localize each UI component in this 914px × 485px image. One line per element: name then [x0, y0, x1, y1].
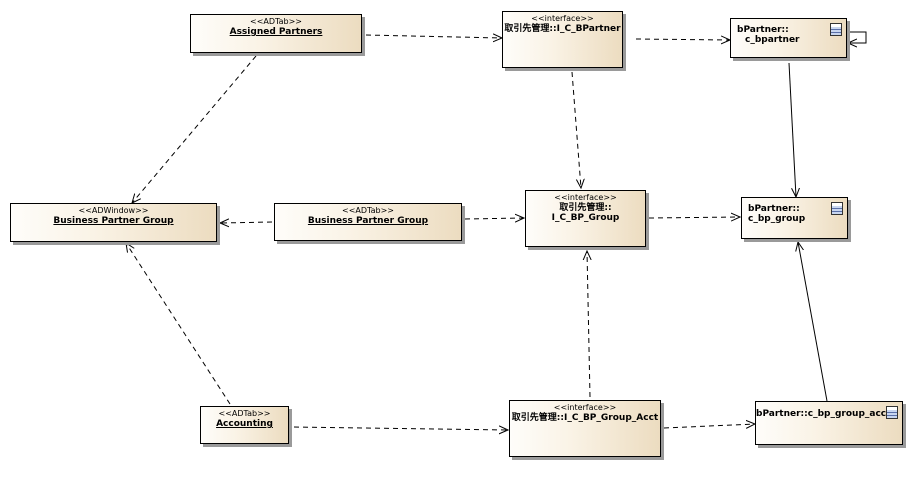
node-name: 取引先管理::I_C_BPartner — [504, 24, 621, 34]
node-name-line1: 取引先管理:: — [559, 203, 612, 213]
stereotype-label: <<interface>> — [531, 14, 594, 23]
i-c-bp-group-interface[interactable]: <<interface>> 取引先管理:: I_C_BP_Group — [525, 190, 646, 247]
dep-tab-to-window — [220, 222, 273, 223]
dep-accounting-to-iacct — [293, 427, 508, 430]
i-c-bpartner-interface[interactable]: <<interface>> 取引先管理::I_C_BPartner — [502, 11, 623, 68]
stereotype-label: <<ADTab>> — [342, 206, 394, 215]
node-name: 取引先管理::I_C_BP_Group_Acct — [511, 413, 659, 423]
c-bpartner-table[interactable]: bPartner:: c_bpartner — [730, 18, 847, 58]
dep-ibpartner-to-ibpgroup — [571, 71, 581, 188]
node-name-line2: I_C_BP_Group — [551, 213, 620, 223]
node-name: Accounting — [216, 419, 273, 429]
bp-group-window[interactable]: <<ADWindow>> Business Partner Group — [10, 203, 217, 242]
table-icon — [831, 202, 843, 215]
dep-tab-to-ibpgroup — [464, 218, 524, 219]
assoc-cacct-to-cbpgroup — [798, 242, 828, 402]
stereotype-label: <<ADTab>> — [218, 409, 271, 418]
dep-accounting-to-window — [126, 243, 231, 405]
assoc-cbpartner-self — [848, 31, 867, 43]
bp-group-tab[interactable]: <<ADTab>> Business Partner Group — [274, 203, 462, 241]
table-name-line2: c_bp_group — [748, 214, 806, 224]
node-name: Business Partner Group — [307, 216, 429, 226]
assigned-partners-tab[interactable]: <<ADTab>> Assigned Partners — [190, 14, 362, 53]
dep-iacct-to-cacct — [663, 424, 755, 428]
table-name-line2: c_bpartner — [745, 35, 800, 45]
accounting-tab[interactable]: <<ADTab>> Accounting — [200, 406, 289, 444]
dep-ibpgroup-to-cbpgroup — [648, 217, 740, 218]
dep-ibpartner-to-cbpartner — [635, 39, 730, 40]
c-bp-group-acct-table[interactable]: bPartner::c_bp_group_acct — [755, 401, 903, 445]
table-icon — [830, 23, 842, 36]
stereotype-label: <<interface>> — [554, 193, 617, 202]
assoc-cbpartner-to-cbpgroup — [788, 62, 796, 197]
i-c-bp-group-acct-interface[interactable]: <<interface>> 取引先管理::I_C_BP_Group_Acct — [509, 400, 661, 457]
node-name: Assigned Partners — [229, 27, 323, 37]
dep-acct-to-ibpgroup — [587, 251, 590, 398]
dep-assigned-to-ibpartner — [365, 35, 502, 38]
table-name-line1: bPartner:: — [748, 204, 800, 214]
table-icon — [886, 406, 898, 419]
table-name: bPartner::c_bp_group_acct — [756, 409, 891, 419]
table-name-line1: bPartner:: — [737, 25, 789, 35]
node-name: Business Partner Group — [53, 216, 174, 226]
dep-assigned-to-window — [132, 55, 257, 203]
stereotype-label: <<ADWindow>> — [78, 206, 149, 215]
c-bp-group-table[interactable]: bPartner:: c_bp_group — [741, 197, 848, 239]
stereotype-label: <<interface>> — [553, 403, 617, 412]
stereotype-label: <<ADTab>> — [250, 17, 302, 26]
